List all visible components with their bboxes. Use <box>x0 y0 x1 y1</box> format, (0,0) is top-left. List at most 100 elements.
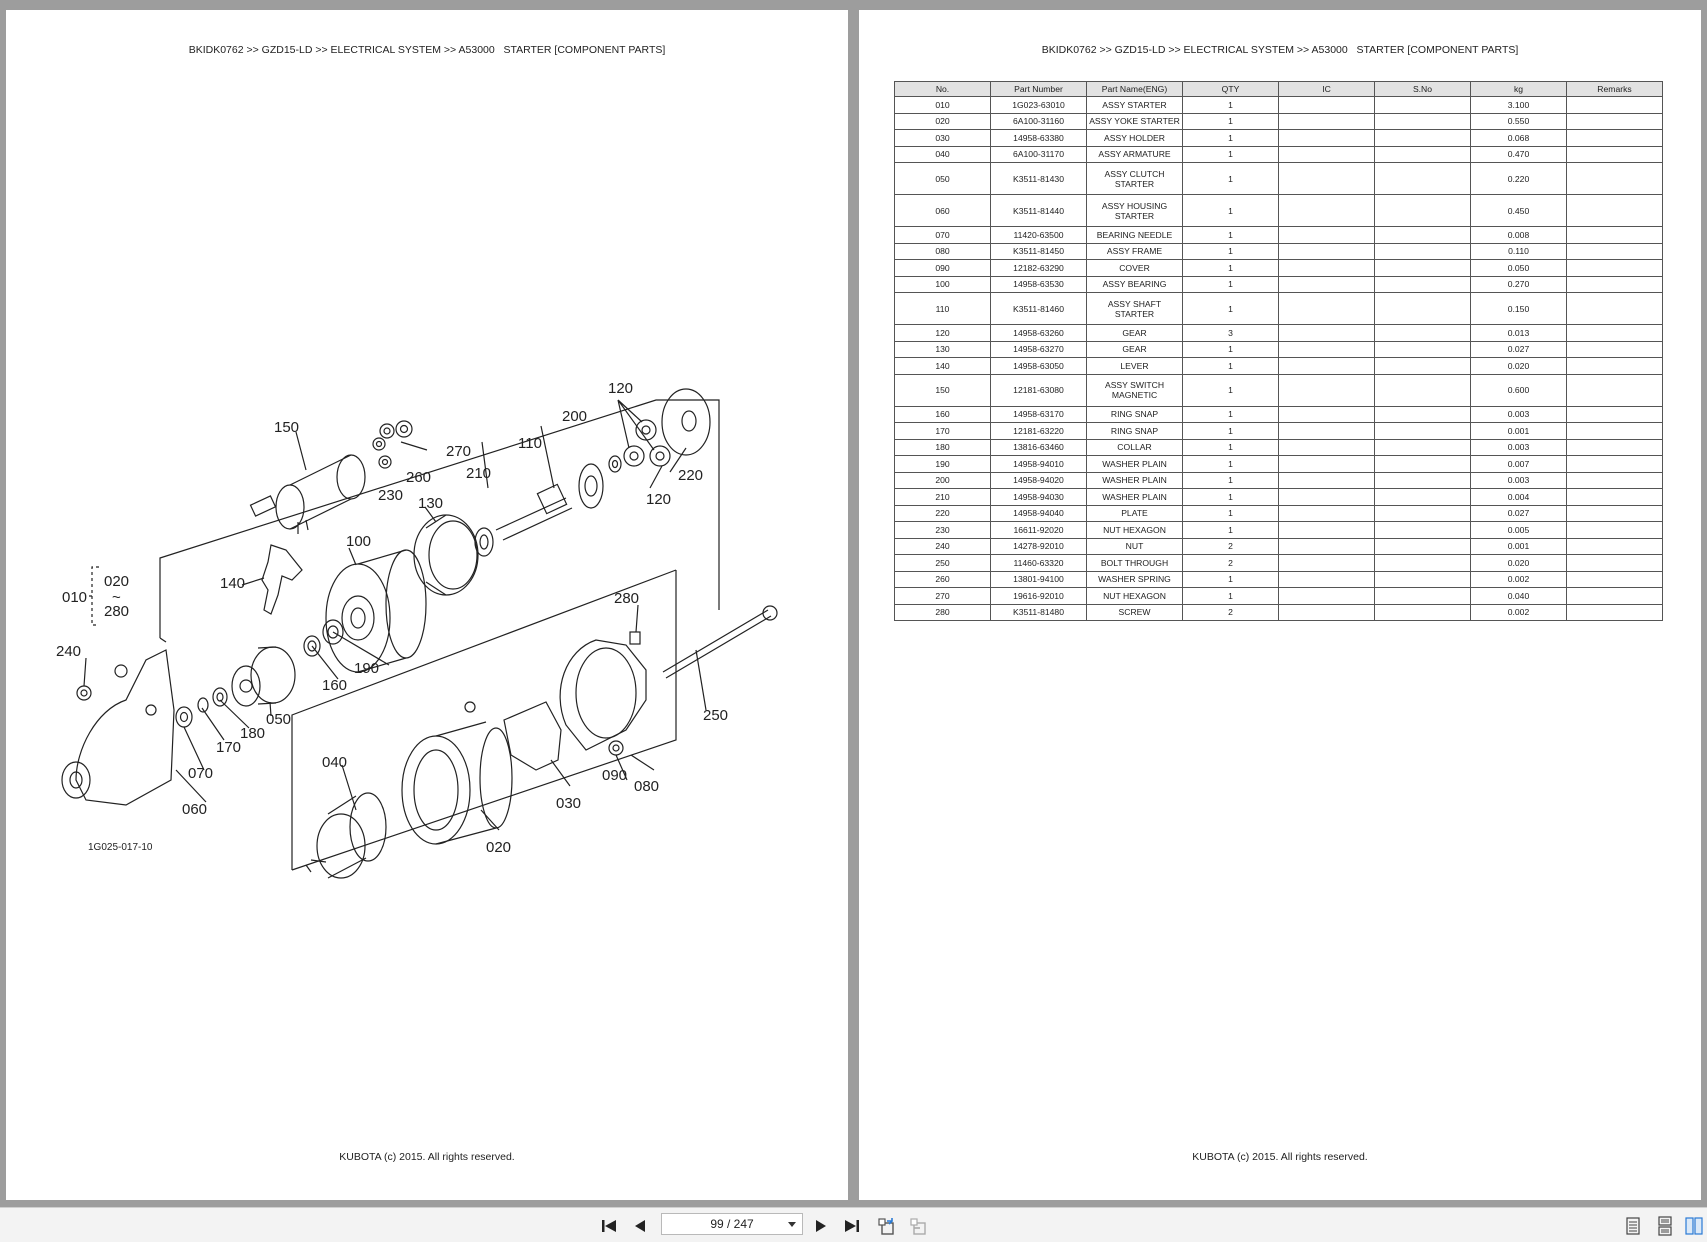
cell-remarks <box>1566 488 1663 506</box>
cell-ic <box>1278 488 1375 506</box>
parts-list-page: BKIDK0762 >> GZD15-LD >> ELECTRICAL SYST… <box>859 10 1701 1200</box>
cell-remarks <box>1566 226 1663 244</box>
cell-part-number: K3511-81430 <box>990 162 1087 195</box>
cell-ic <box>1278 145 1375 163</box>
last-page-icon[interactable] <box>841 1215 863 1237</box>
cell-sno <box>1374 129 1471 147</box>
cell-remarks <box>1566 242 1663 260</box>
two-page-view-icon[interactable] <box>1684 1215 1704 1237</box>
cell-part-number: 6A100-31160 <box>990 112 1087 130</box>
cell-kg: 0.220 <box>1470 162 1567 195</box>
previous-page-icon[interactable] <box>629 1215 651 1237</box>
cell-part-number: 14958-94040 <box>990 504 1087 522</box>
cell-ic <box>1278 357 1375 375</box>
cell-part-name: NUT HEXAGON <box>1086 521 1183 539</box>
cell-no: 210 <box>894 488 991 506</box>
cell-ic <box>1278 129 1375 147</box>
cell-kg: 0.001 <box>1470 422 1567 440</box>
cell-part-name: ASSY STARTER <box>1086 96 1183 114</box>
cell-part-name: BEARING NEEDLE <box>1086 226 1183 244</box>
cell-kg: 0.470 <box>1470 145 1567 163</box>
cell-no: 160 <box>894 405 991 423</box>
cell-qty: 1 <box>1182 259 1279 277</box>
callout-140: 140 <box>220 575 245 592</box>
callout-120-top: 120 <box>608 380 633 397</box>
column-header-remarks: Remarks <box>1566 81 1663 97</box>
callout-100: 100 <box>346 533 371 550</box>
cell-sno <box>1374 603 1471 621</box>
cell-part-name: ASSY SHAFT STARTER <box>1086 292 1183 325</box>
cell-sno <box>1374 570 1471 588</box>
cell-no: 120 <box>894 324 991 342</box>
cell-remarks <box>1566 537 1663 555</box>
cell-part-number: 19616-92010 <box>990 587 1087 605</box>
cell-remarks <box>1566 324 1663 342</box>
callout-160: 160 <box>322 677 347 694</box>
cell-qty: 1 <box>1182 455 1279 473</box>
cell-no: 110 <box>894 292 991 325</box>
cell-qty: 1 <box>1182 488 1279 506</box>
cell-qty: 2 <box>1182 554 1279 572</box>
cell-kg: 0.008 <box>1470 226 1567 244</box>
cell-part-name: WASHER SPRING <box>1086 570 1183 588</box>
cell-part-name: ASSY FRAME <box>1086 242 1183 260</box>
cell-part-number: 14278-92010 <box>990 537 1087 555</box>
cell-remarks <box>1566 145 1663 163</box>
cell-kg: 0.150 <box>1470 292 1567 325</box>
cell-ic <box>1278 504 1375 522</box>
single-page-view-icon[interactable] <box>1622 1215 1644 1237</box>
next-view-icon[interactable] <box>907 1215 929 1237</box>
cell-sno <box>1374 471 1471 489</box>
cell-remarks <box>1566 357 1663 375</box>
previous-view-icon[interactable] <box>875 1215 897 1237</box>
first-page-icon[interactable] <box>598 1215 620 1237</box>
cell-no: 200 <box>894 471 991 489</box>
continuous-view-icon[interactable] <box>1654 1215 1676 1237</box>
cell-sno <box>1374 587 1471 605</box>
cell-remarks <box>1566 504 1663 522</box>
cell-qty: 1 <box>1182 570 1279 588</box>
callout-110: 110 <box>518 435 542 452</box>
cell-remarks <box>1566 471 1663 489</box>
chevron-down-icon[interactable] <box>788 1222 796 1227</box>
cell-kg: 0.040 <box>1470 587 1567 605</box>
cell-no: 190 <box>894 455 991 473</box>
cell-ic <box>1278 112 1375 130</box>
cell-part-number: 14958-63270 <box>990 340 1087 358</box>
cell-qty: 1 <box>1182 162 1279 195</box>
cell-ic <box>1278 162 1375 195</box>
cell-part-number: 13816-63460 <box>990 438 1087 456</box>
page-indicator: 99 / 247 <box>710 1217 754 1231</box>
cell-part-name: ASSY ARMATURE <box>1086 145 1183 163</box>
page-header: BKIDK0762 >> GZD15-LD >> ELECTRICAL SYST… <box>1041 44 1519 56</box>
cell-qty: 1 <box>1182 226 1279 244</box>
cell-qty: 1 <box>1182 521 1279 539</box>
cell-ic <box>1278 324 1375 342</box>
cell-remarks <box>1566 438 1663 456</box>
cell-part-name: ASSY HOUSING STARTER <box>1086 194 1183 227</box>
callout-010: 010 <box>62 589 87 606</box>
callout-050: 050 <box>266 711 291 728</box>
cell-qty: 1 <box>1182 373 1279 407</box>
cell-part-number: 14958-63170 <box>990 405 1087 423</box>
cell-part-name: RING SNAP <box>1086 422 1183 440</box>
callout-270: 270 <box>446 443 471 460</box>
cell-part-number: 14958-94010 <box>990 455 1087 473</box>
cell-part-name: NUT HEXAGON <box>1086 587 1183 605</box>
cell-remarks <box>1566 455 1663 473</box>
cell-no: 080 <box>894 242 991 260</box>
diagram-code: 1G025-017-10 <box>88 842 153 853</box>
next-page-icon[interactable] <box>810 1215 832 1237</box>
page-number-field[interactable]: 99 / 247 <box>661 1213 803 1235</box>
cell-part-number: 14958-63260 <box>990 324 1087 342</box>
cell-no: 090 <box>894 259 991 277</box>
cell-remarks <box>1566 587 1663 605</box>
cell-sno <box>1374 340 1471 358</box>
cell-ic <box>1278 96 1375 114</box>
cell-part-name: LEVER <box>1086 357 1183 375</box>
